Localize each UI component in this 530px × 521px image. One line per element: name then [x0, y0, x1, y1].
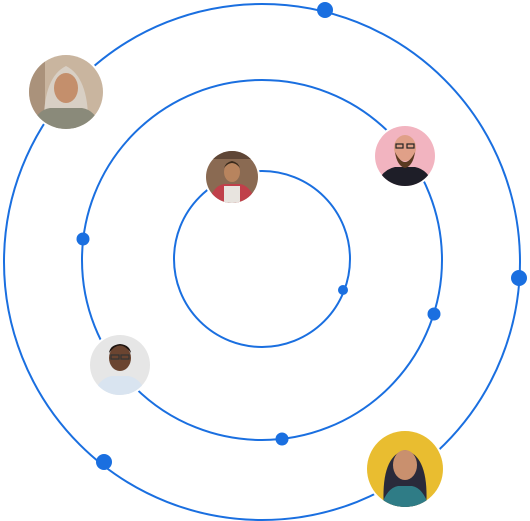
inner-orbit-ring — [173, 170, 351, 348]
orbit-dot — [511, 270, 527, 286]
outer-orbit-ring — [3, 3, 521, 521]
person-beard-glasses-photo-icon — [373, 124, 437, 188]
orbit-dot — [317, 2, 333, 18]
person-smiling-glasses-photo-icon — [88, 333, 152, 397]
middle-orbit-ring — [81, 79, 443, 441]
orbit-dot — [338, 285, 348, 295]
orbit-dot — [76, 232, 90, 246]
person-hijab-photo-icon — [27, 53, 105, 131]
person-yellow-wall-photo-icon — [365, 429, 445, 509]
orbit-dot — [275, 432, 289, 446]
person-apron-photo-icon — [204, 149, 260, 205]
orbit-dot — [96, 454, 112, 470]
orbit-dot — [427, 307, 441, 321]
